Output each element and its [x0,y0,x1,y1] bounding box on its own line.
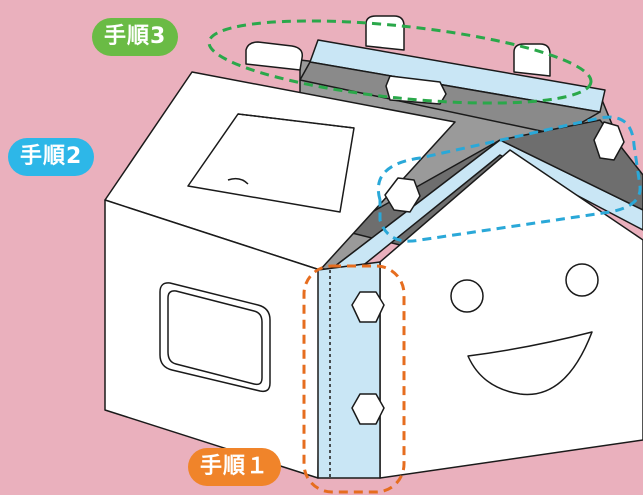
step2-label: 手順2 [8,138,95,176]
step1-outline [302,264,406,494]
roof-tab [365,15,405,51]
flap-tab [351,393,385,425]
step3-label: 手順3 [92,18,179,56]
step1-label: 手順１ [188,448,282,486]
smile [467,331,593,396]
step3-outline [207,19,593,105]
roof-tab [513,43,551,77]
left-window [159,282,271,393]
left-eye [450,279,484,313]
flap-tab [351,291,385,323]
roof-tab [245,41,304,71]
right-eye [565,263,599,297]
